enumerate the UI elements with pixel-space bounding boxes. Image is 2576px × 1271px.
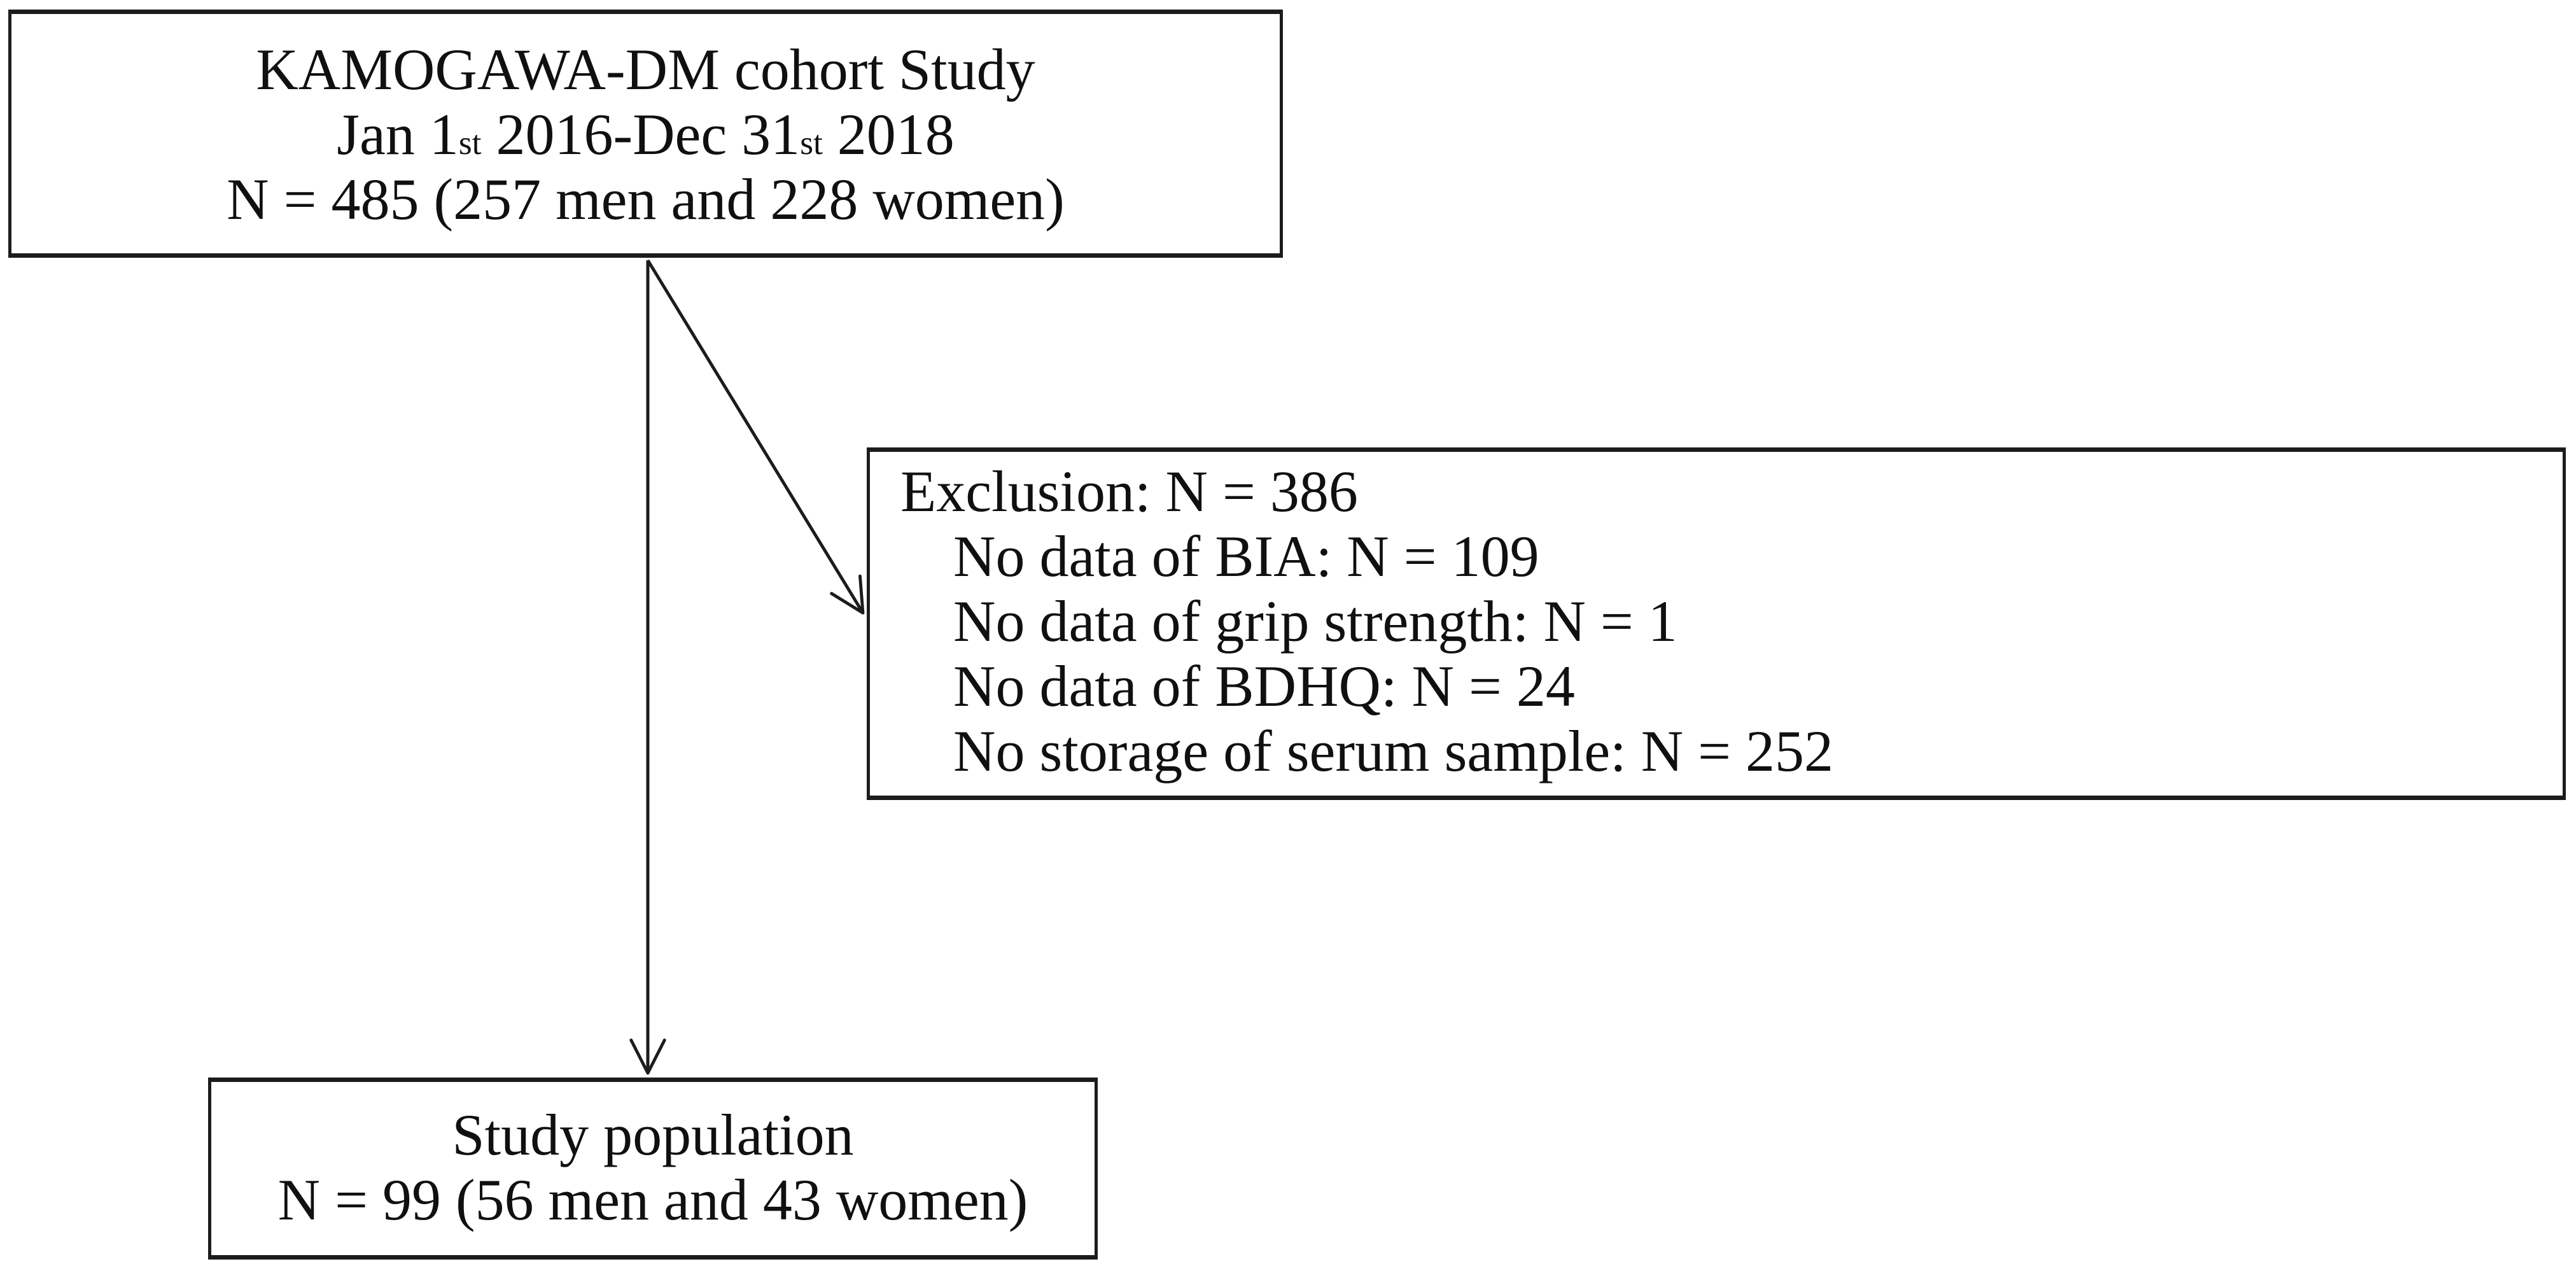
cohort-box: KAMOGAWA-DM cohort Study Jan 1st 2016-De… [8,10,1283,258]
exclusion-title: Exclusion: N = 386 [900,459,1358,524]
exclusion-item: No data of BDHQ: N = 24 [953,654,1575,719]
population-title: Study population [452,1102,854,1167]
cohort-title: KAMOGAWA-DM cohort Study [256,37,1035,102]
cohort-period-part3: 2018 [822,102,955,167]
cohort-period-ordinal2: st [800,123,823,162]
cohort-period: Jan 1st 2016-Dec 31st 2018 [11,102,1280,167]
population-count: N = 99 (56 men and 43 women) [277,1167,1028,1232]
exclusion-item: No data of grip strength: N = 1 [953,589,1677,654]
cohort-count: N = 485 (257 men and 228 women) [227,167,1065,232]
cohort-period-ordinal1: st [458,123,482,162]
exclusion-item: No data of BIA: N = 109 [953,524,1539,589]
flow-arrow-to-exclusion [646,259,865,615]
exclusion-box: Exclusion: N = 386 No data of BIA: N = 1… [867,447,2566,800]
cohort-period-part1: Jan 1 [337,102,459,167]
cohort-period-part2: 2016-Dec 31 [481,102,801,167]
exclusion-item: No storage of serum sample: N = 252 [953,719,1834,783]
population-box: Study population N = 99 (56 men and 43 w… [208,1078,1098,1260]
